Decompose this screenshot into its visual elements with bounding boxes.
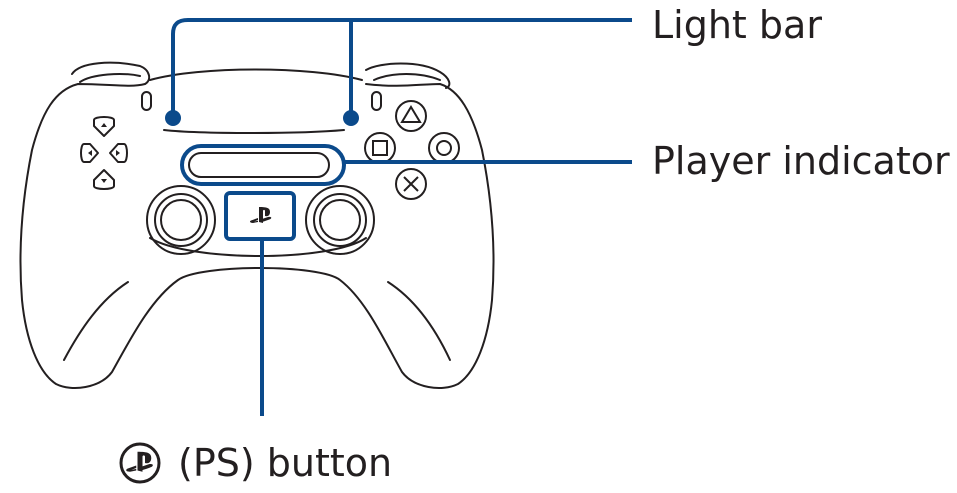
touchpad-outline bbox=[149, 68, 363, 81]
left-bumper-inner bbox=[79, 73, 141, 83]
ps-button-label: (PS) button bbox=[178, 441, 393, 485]
dpad-left-icon bbox=[80, 143, 99, 163]
right-grip-inner bbox=[387, 281, 451, 361]
ps-button bbox=[249, 207, 272, 223]
triangle-icon bbox=[395, 100, 427, 132]
right-stick bbox=[305, 185, 375, 255]
right-bumper bbox=[365, 62, 451, 89]
center-contour bbox=[149, 237, 367, 257]
face-buttons bbox=[364, 100, 460, 200]
cross-icon bbox=[395, 168, 427, 200]
dpad-right-icon bbox=[109, 143, 128, 163]
light-bar-label: Light bar bbox=[652, 3, 822, 47]
left-indicator-slot bbox=[141, 91, 152, 111]
right-indicator-slot bbox=[371, 91, 382, 111]
dpad bbox=[80, 116, 128, 190]
light-bar-left-dot bbox=[165, 110, 181, 126]
controller-body bbox=[19, 61, 495, 389]
circle-icon bbox=[428, 132, 460, 164]
right-bumper-inner bbox=[373, 73, 441, 81]
controller-shell bbox=[19, 83, 495, 389]
dpad-up-icon bbox=[93, 116, 115, 137]
player-indicator-label: Player indicator bbox=[652, 139, 950, 183]
playstation-logo-icon bbox=[119, 442, 161, 484]
light-bar-right-dot bbox=[343, 110, 359, 126]
dpad-down-icon bbox=[93, 169, 115, 190]
touchpad-lower-edge bbox=[163, 129, 345, 134]
analog-sticks bbox=[146, 185, 375, 255]
left-bumper bbox=[71, 61, 151, 85]
left-grip-inner bbox=[63, 281, 129, 361]
leader-dots bbox=[165, 110, 359, 126]
player-indicator-bar bbox=[188, 152, 330, 178]
light-bar-leader bbox=[171, 18, 632, 118]
left-stick bbox=[146, 185, 216, 255]
leader-lines bbox=[171, 18, 632, 416]
player-indicator-callout-box bbox=[180, 144, 346, 186]
square-icon bbox=[364, 132, 396, 164]
